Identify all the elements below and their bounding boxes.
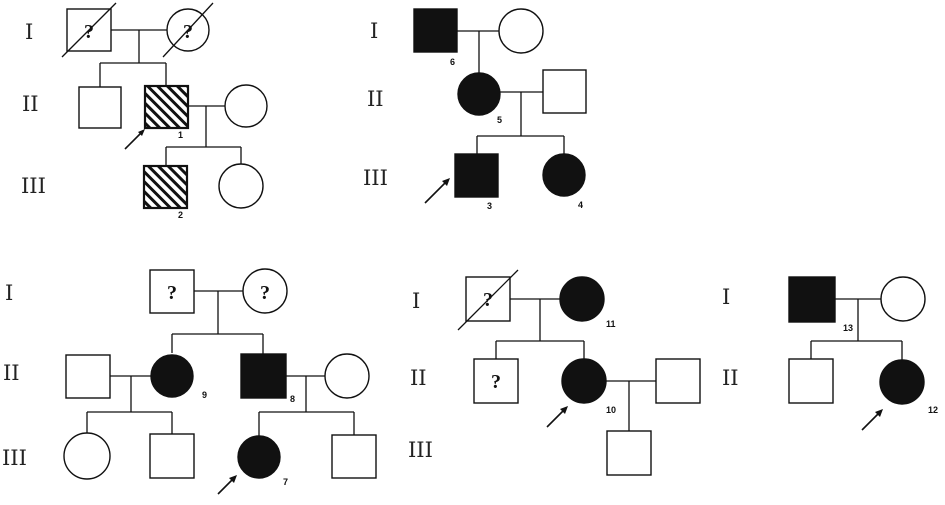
male-affected: 6 — [413, 8, 458, 67]
individual-number: 2 — [178, 210, 183, 220]
individual-number: 5 — [497, 115, 502, 125]
generation-label: I — [370, 19, 378, 43]
individual-number: 12 — [928, 405, 938, 415]
individual-number: 10 — [606, 405, 616, 415]
pedigree-1: I II III ? ? 1 2 — [21, 2, 268, 220]
male-hatched: 2 — [142, 164, 189, 220]
female-unaffected — [224, 84, 268, 128]
male-unaffected — [65, 354, 111, 399]
generation-label: II — [22, 92, 39, 116]
pedigree-1-lines — [99, 29, 242, 166]
male-unaffected — [655, 358, 701, 404]
generation-label: II — [3, 361, 20, 385]
generation-label: II — [722, 366, 739, 390]
generation-label: III — [363, 166, 388, 190]
female-affected-proband: 12 — [861, 359, 938, 431]
male-unaffected — [606, 430, 652, 476]
male-affected-proband: 3 — [424, 153, 499, 211]
male-unknown-deceased: ? — [457, 269, 519, 331]
generation-label: I — [412, 289, 420, 313]
male-unaffected — [78, 86, 122, 129]
generation-label: II — [367, 87, 384, 111]
male-unaffected — [331, 434, 377, 479]
individual-number: 3 — [487, 201, 492, 211]
pedigree-4-lines — [495, 298, 656, 431]
female-affected: 9 — [150, 354, 207, 400]
individual-number: 13 — [843, 323, 853, 333]
male-affected: 8 — [240, 353, 295, 404]
pedigree-5-lines — [810, 298, 903, 360]
pedigree-3-lines — [86, 290, 355, 436]
female-affected-proband: 7 — [217, 435, 288, 495]
pedigree-5: I II 13 12 — [722, 276, 938, 431]
pedigree-3: I II III ? ? 9 8 7 — [2, 268, 377, 495]
individual-number: 1 — [178, 130, 183, 140]
male-affected: 13 — [788, 276, 853, 333]
male-unknown: ? — [149, 269, 195, 314]
female-unaffected — [498, 8, 544, 54]
generation-label: I — [25, 20, 33, 44]
individual-number: 6 — [450, 57, 455, 67]
male-unknown: ? — [473, 358, 519, 404]
generation-label: III — [408, 438, 433, 462]
individual-number: 11 — [606, 319, 616, 329]
male-unaffected — [149, 433, 195, 479]
female-unknown-deceased: ? — [162, 2, 214, 58]
pedigree-2-lines — [457, 30, 565, 154]
generation-label: III — [2, 446, 27, 470]
unknown-mark: ? — [167, 282, 177, 304]
unknown-mark: ? — [491, 371, 501, 393]
female-unknown: ? — [242, 268, 288, 314]
female-unaffected — [63, 432, 111, 480]
female-unaffected — [324, 353, 370, 399]
unknown-mark: ? — [483, 289, 493, 311]
generation-label: III — [21, 174, 46, 198]
male-unknown-deceased: ? — [61, 2, 117, 58]
pedigree-4: I II III ? 11 ? 10 — [408, 269, 701, 476]
female-affected: 5 — [457, 72, 502, 125]
unknown-mark: ? — [84, 21, 94, 43]
male-hatched-proband: 1 — [124, 84, 190, 150]
generation-label: II — [410, 366, 427, 390]
male-unaffected — [542, 69, 587, 114]
unknown-mark: ? — [260, 282, 270, 304]
individual-number: 4 — [578, 200, 583, 210]
female-affected: 4 — [542, 153, 586, 210]
unknown-mark: ? — [183, 21, 193, 43]
female-unaffected — [880, 276, 926, 322]
female-unaffected — [218, 163, 264, 209]
generation-label: I — [5, 281, 13, 305]
individual-number: 9 — [202, 390, 207, 400]
male-unaffected — [788, 358, 834, 404]
individual-number: 8 — [290, 394, 295, 404]
female-affected: 11 — [559, 276, 616, 329]
individual-number: 7 — [283, 477, 288, 487]
pedigree-2: I II III 6 5 3 4 — [363, 8, 587, 211]
female-affected-proband: 10 — [546, 358, 616, 428]
generation-label: I — [722, 285, 730, 309]
